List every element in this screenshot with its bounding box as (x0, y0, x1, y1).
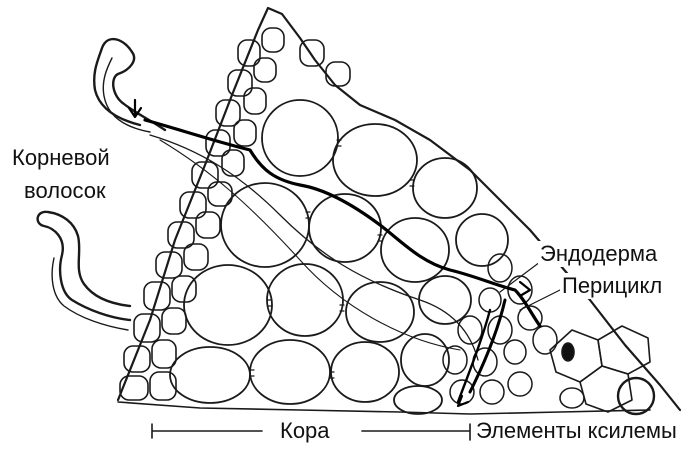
root-hair-lower (38, 212, 130, 320)
label-root-hair-line2: волосок (22, 178, 108, 204)
endodermis-cells (443, 254, 557, 404)
label-endoderm: Эндодерма (538, 241, 659, 267)
epidermis-outline (118, 8, 680, 410)
label-pericycle: Перицикл (560, 273, 664, 299)
pathway-thin-1 (150, 135, 478, 360)
cortex-cells (170, 100, 508, 414)
root-hair-lower-inner (52, 258, 128, 330)
arrow-endo-icon (520, 282, 530, 296)
vascular-cells (550, 326, 654, 414)
label-xylem: Элементы ксилемы (474, 418, 679, 444)
water-pathway-down (470, 300, 505, 392)
label-root-hair-line1: Корневой (10, 145, 112, 171)
root-hair-upper (94, 39, 165, 130)
endoderm-leader (500, 262, 540, 292)
label-cortex: Кора (278, 418, 332, 444)
